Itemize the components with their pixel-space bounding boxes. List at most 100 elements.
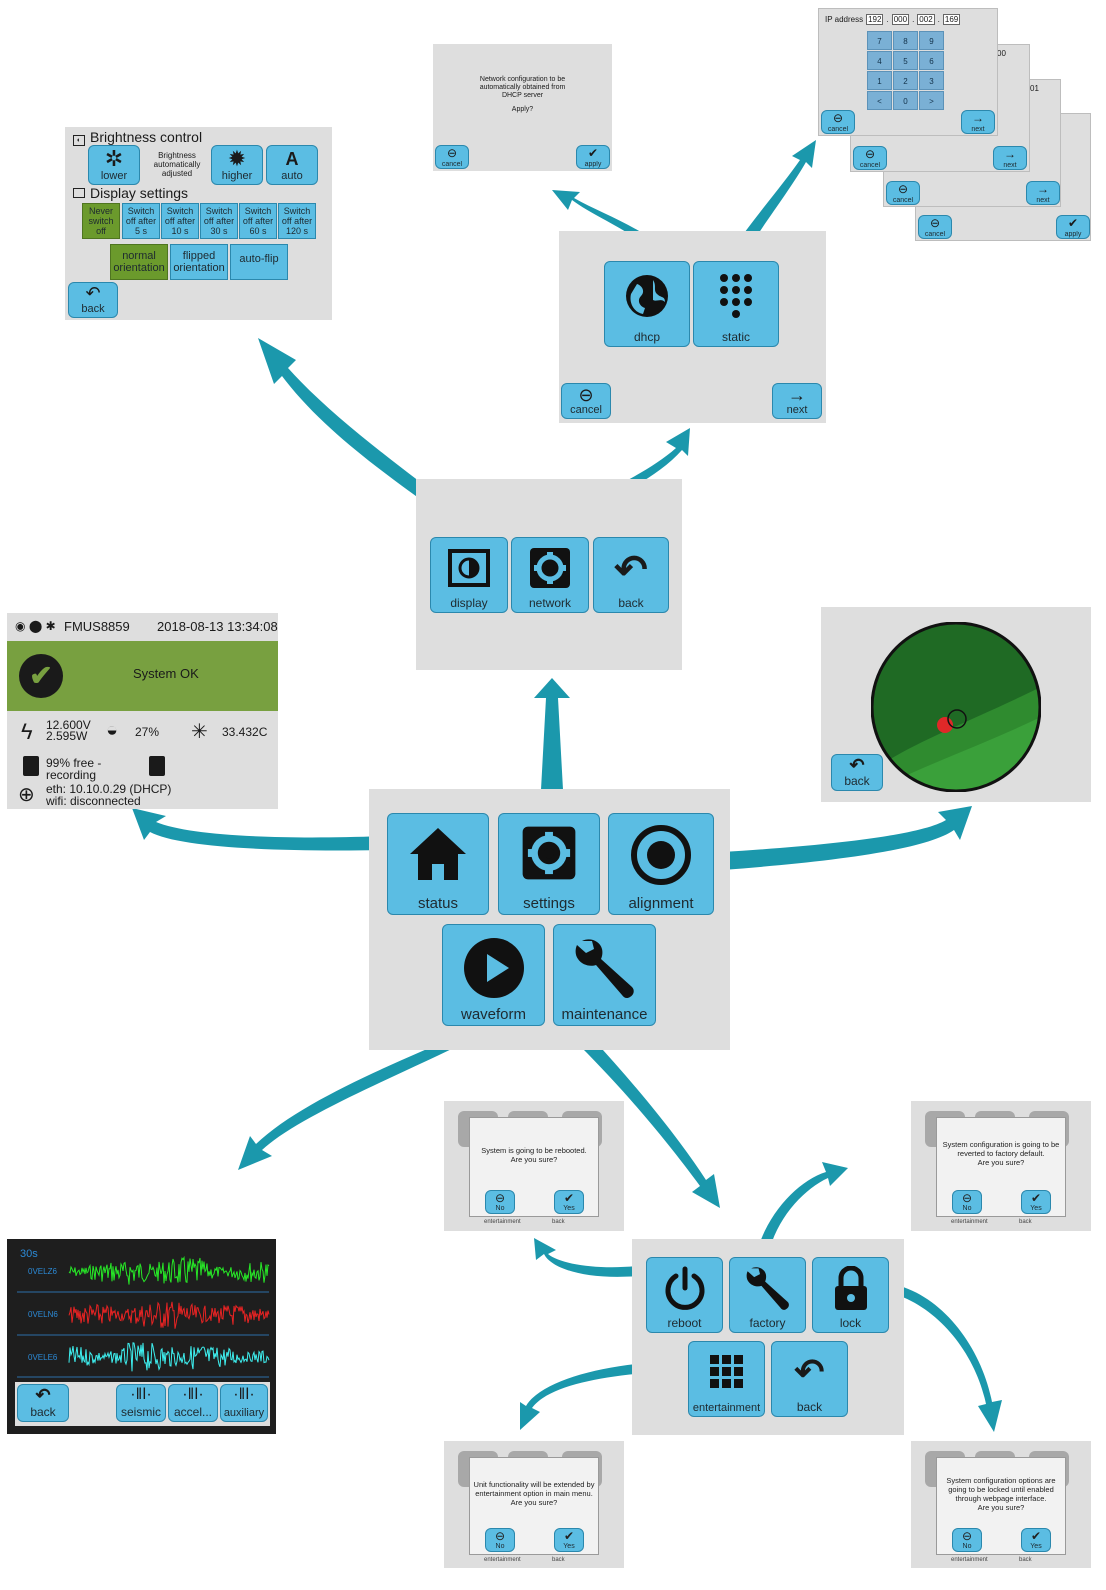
orientation-auto-flip[interactable]: auto-flip xyxy=(230,244,288,280)
ip2-next-button[interactable]: → next xyxy=(993,146,1027,170)
static-button[interactable]: static xyxy=(693,261,779,347)
network-next-button[interactable]: → next xyxy=(772,383,822,419)
cancel-label: cancel xyxy=(892,197,914,204)
maintenance-back-button[interactable]: ↶ back xyxy=(771,1341,848,1417)
dhcp-label: dhcp xyxy=(633,330,661,344)
entertainment-yes-button[interactable]: ✔Yes xyxy=(554,1528,584,1552)
keypad-key[interactable]: 3 xyxy=(919,71,944,90)
lock-button[interactable]: lock xyxy=(812,1257,889,1333)
alignment-button[interactable]: alignment xyxy=(608,813,714,915)
factory-yes-button[interactable]: ✔Yes xyxy=(1021,1190,1051,1214)
dhcp-confirm-screen: Network configuration to be automaticall… xyxy=(433,44,612,171)
maintenance-button[interactable]: maintenance xyxy=(553,924,656,1026)
behind-back-label: back xyxy=(552,1557,565,1563)
timeout-10s[interactable]: Switch off after 10 s xyxy=(161,203,199,239)
keypad-key[interactable]: 0 xyxy=(893,91,918,110)
status-button[interactable]: status xyxy=(387,813,489,915)
higher-button[interactable]: ✹ higher xyxy=(211,145,263,185)
reboot-no-button[interactable]: ⊖No xyxy=(485,1190,515,1214)
orientation-flipped[interactable]: flipped orientation xyxy=(170,244,228,280)
display-brightness-icon xyxy=(431,548,507,588)
ip3-cancel-button[interactable]: ⊖ cancel xyxy=(886,181,920,205)
dhcp-button[interactable]: dhcp xyxy=(604,261,690,347)
ip-octet-4[interactable]: 169 xyxy=(942,14,961,25)
next-label: next xyxy=(1003,162,1017,169)
timeout-never[interactable]: Never switch off xyxy=(82,203,120,239)
ip2-cancel-button[interactable]: ⊖ cancel xyxy=(853,146,887,170)
network-mode-screen: dhcp static ⊖ cancel → next xyxy=(559,231,826,423)
ip1-next-button[interactable]: → next xyxy=(961,110,995,134)
no-label: No xyxy=(495,1205,505,1212)
timeout-5s[interactable]: Switch off after 5 s xyxy=(122,203,160,239)
ip3-fragment: 01 xyxy=(1030,84,1039,93)
dhcp-apply-button[interactable]: ✔ apply xyxy=(576,145,610,169)
level-bubble-indicator xyxy=(871,622,1041,792)
entertainment-button[interactable]: entertainment xyxy=(688,1341,765,1417)
arrow-right-icon: → xyxy=(788,385,806,405)
keypad-key[interactable]: 2 xyxy=(893,71,918,90)
network-button[interactable]: network xyxy=(511,537,589,613)
entertainment-no-button[interactable]: ⊖No xyxy=(485,1528,515,1552)
cancel-label: cancel xyxy=(859,162,881,169)
sun-dim-icon: ✲ xyxy=(104,146,124,171)
minus-circle-icon: ⊖ xyxy=(961,1191,973,1205)
keypad-key[interactable]: 8 xyxy=(893,31,918,50)
auxiliary-button[interactable]: ·ǁǀ· auxiliary xyxy=(220,1384,268,1422)
lock-no-button[interactable]: ⊖No xyxy=(952,1528,982,1552)
network-cancel-button[interactable]: ⊖ cancel xyxy=(561,383,611,419)
waveform-back-button[interactable]: ↶ back xyxy=(17,1384,69,1422)
dhcp-line1: Network configuration to be xyxy=(479,76,566,83)
arrow-network-to-static xyxy=(728,140,816,256)
alignment-back-button[interactable]: ↶ back xyxy=(831,754,883,791)
behind-entertainment-label: entertainment xyxy=(951,1557,988,1563)
waveform-trace xyxy=(68,1301,270,1329)
display-button[interactable]: display xyxy=(430,537,508,613)
factory-no-button[interactable]: ⊖No xyxy=(952,1190,982,1214)
seismic-button[interactable]: ·ǁǀ· seismic xyxy=(116,1384,166,1422)
lock-line4: Are you sure? xyxy=(977,1503,1025,1512)
keypad-key[interactable]: 6 xyxy=(919,51,944,70)
keypad-key[interactable]: 4 xyxy=(867,51,892,70)
check-circle-icon: ✔ xyxy=(563,1191,575,1205)
ip-octet-3[interactable]: 002 xyxy=(917,14,935,25)
ip-octet-2[interactable]: 000 xyxy=(891,14,910,25)
lock-yes-button[interactable]: ✔Yes xyxy=(1021,1528,1051,1552)
display-back-button[interactable]: ↶ back xyxy=(68,282,118,318)
arrow-main-to-status xyxy=(132,808,386,851)
ip1-cancel-button[interactable]: ⊖ cancel xyxy=(821,110,855,134)
keypad-key[interactable]: 9 xyxy=(919,31,944,50)
ip4-apply-button[interactable]: ✔ apply xyxy=(1056,215,1090,239)
dhcp-line4: Apply? xyxy=(511,106,534,113)
waveform-button[interactable]: waveform xyxy=(442,924,545,1026)
lower-button[interactable]: ✲ lower xyxy=(88,145,140,185)
sd-card-icon xyxy=(23,756,39,776)
keypad-key[interactable]: 7 xyxy=(867,31,892,50)
status-screen: ◉ ⬤ ✱ FMUS8859 2018-08-13 13:34:08 ✔ Sys… xyxy=(7,613,278,809)
ip4-cancel-button[interactable]: ⊖ cancel xyxy=(918,215,952,239)
check-circle-icon: ✔ xyxy=(1067,216,1079,230)
factory-button[interactable]: factory xyxy=(729,1257,806,1333)
timeout-30s[interactable]: Switch off after 30 s xyxy=(200,203,238,239)
maintenance-menu-screen: reboot factory lock entertainment ↶ back xyxy=(632,1239,904,1435)
behind-entertainment-label: entertainment xyxy=(484,1219,521,1225)
settings-button[interactable]: settings xyxy=(498,813,600,915)
ip-octet-1[interactable]: 192 xyxy=(866,14,884,25)
timeout-60s[interactable]: Switch off after 60 s xyxy=(239,203,277,239)
auto-button[interactable]: A auto xyxy=(266,145,318,185)
orientation-normal[interactable]: normal orientation xyxy=(110,244,168,280)
back-label: back xyxy=(844,774,870,788)
settings-back-button[interactable]: ↶ back xyxy=(593,537,669,613)
keypad-key[interactable]: > xyxy=(919,91,944,110)
ip3-next-button[interactable]: → next xyxy=(1026,181,1060,205)
storage-value: 99% free - xyxy=(46,756,102,770)
keypad-key[interactable]: < xyxy=(867,91,892,110)
dhcp-cancel-button[interactable]: ⊖ cancel xyxy=(435,145,469,169)
keypad-key[interactable]: 1 xyxy=(867,71,892,90)
reboot-button[interactable]: reboot xyxy=(646,1257,723,1333)
display-label: display xyxy=(450,596,488,610)
timeout-120s[interactable]: Switch off after 120 s xyxy=(278,203,316,239)
accel-button[interactable]: ·ǁǀ· accel... xyxy=(168,1384,218,1422)
reboot-yes-button[interactable]: ✔Yes xyxy=(554,1190,584,1214)
keypad-key[interactable]: 5 xyxy=(893,51,918,70)
reboot-label: reboot xyxy=(667,1316,702,1330)
